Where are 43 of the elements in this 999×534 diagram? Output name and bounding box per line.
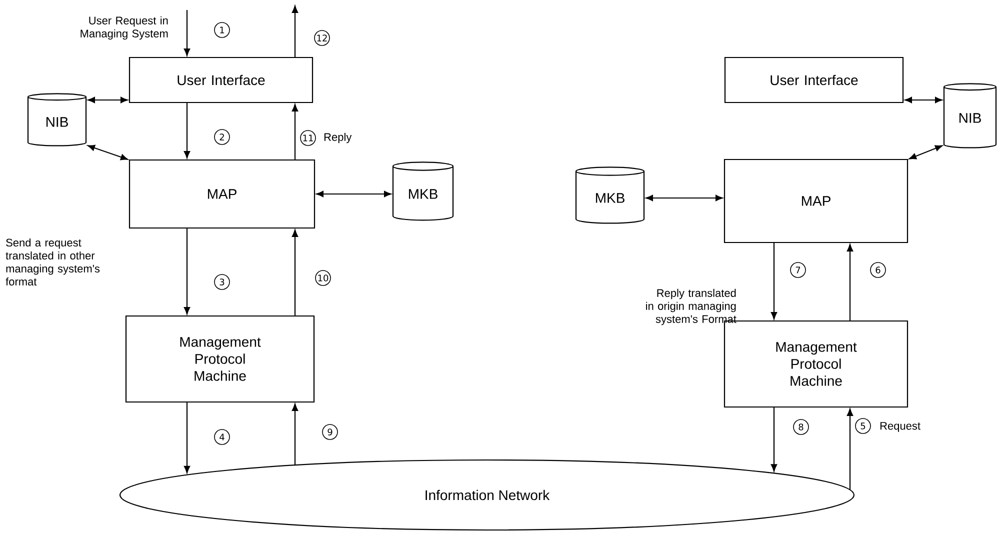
step-number: 2 <box>214 129 230 145</box>
step-number: 1 <box>214 22 230 38</box>
arrow <box>908 145 942 160</box>
step-number: 3 <box>214 274 230 290</box>
arrow <box>88 96 128 104</box>
step-number: 11 <box>300 130 316 146</box>
process-box: MAP <box>128 159 316 229</box>
database-cylinder: NIB <box>943 83 997 148</box>
arrow <box>770 407 778 472</box>
arrow <box>292 104 298 160</box>
annotation-text: Request <box>880 422 920 432</box>
step-number: 9 <box>322 424 338 440</box>
arrow <box>646 194 723 202</box>
arrow <box>770 242 778 320</box>
step-number: 5 <box>855 418 871 434</box>
arrow <box>292 404 298 466</box>
arrow <box>88 144 128 160</box>
step-number: 7 <box>790 262 806 278</box>
database-cylinder: MKB <box>575 166 645 224</box>
annotation-text: User Request in Managing System <box>80 16 168 40</box>
process-box: User Interface <box>724 56 904 104</box>
step-number: 6 <box>870 262 886 278</box>
annotation-text: Send a request translated in other managing system's format <box>6 238 100 286</box>
arrow <box>184 102 190 158</box>
arrow <box>846 244 854 321</box>
database-cylinder: MKB <box>392 162 454 221</box>
arrow <box>184 228 190 314</box>
step-number: 4 <box>214 429 230 445</box>
step-number: 10 <box>315 270 331 286</box>
arrow <box>846 408 854 490</box>
process-box: User Interface <box>128 56 314 104</box>
arrow <box>316 190 392 198</box>
process-box: MAP <box>724 158 908 244</box>
arrow <box>292 6 298 58</box>
arrow <box>184 402 190 474</box>
arrow <box>292 230 298 316</box>
database-cylinder: NIB <box>27 93 87 146</box>
step-number: 12 <box>314 30 330 46</box>
arrow <box>904 96 942 104</box>
arrow <box>184 10 190 56</box>
step-number: 8 <box>793 419 809 435</box>
annotation-text: Reply <box>324 132 352 144</box>
process-box: Management Protocol Machine <box>125 315 315 403</box>
